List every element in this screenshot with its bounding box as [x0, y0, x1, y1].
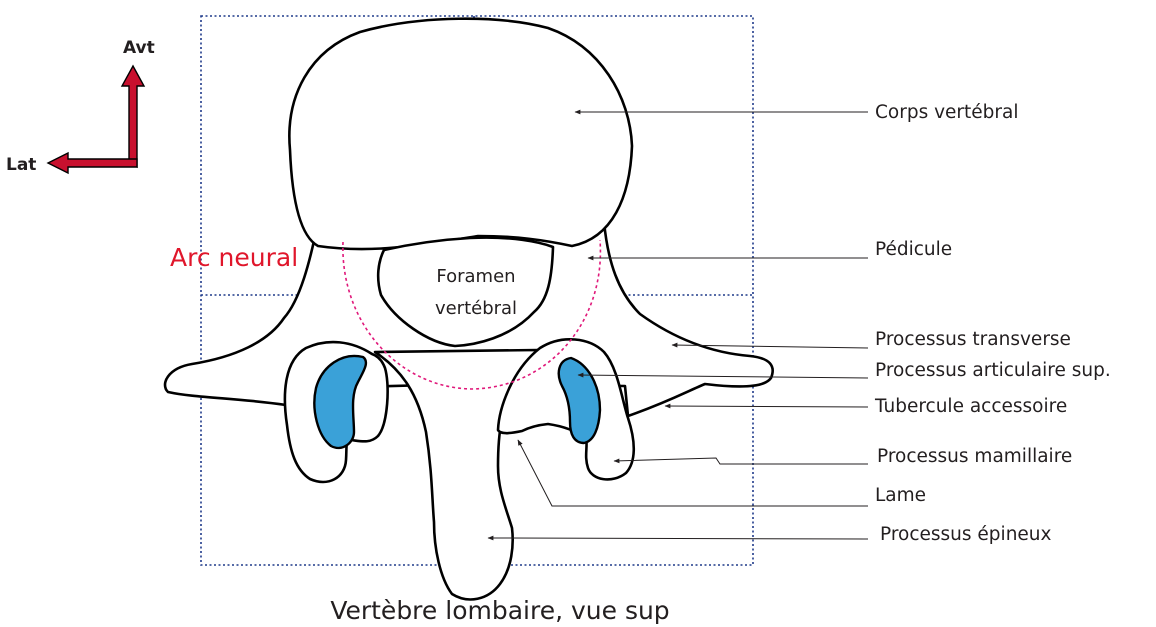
lateral-label: Lat [6, 155, 36, 175]
label-lame: Lame [875, 485, 926, 506]
label-foramen-line2: vertébral [435, 298, 517, 319]
anterior-arrow [122, 66, 144, 167]
vertebral-body [289, 19, 632, 249]
leader-mamillaire [614, 458, 868, 464]
label-pedicule: Pédicule [875, 239, 952, 260]
leader-tubercule [665, 406, 868, 407]
label-processus-articulaire: Processus articulaire sup. [875, 360, 1111, 381]
caption: Vertèbre lombaire, vue sup [330, 596, 669, 625]
label-processus-epineux: Processus épineux [880, 524, 1052, 545]
leader-lame [518, 440, 868, 506]
leader-epineux [488, 538, 868, 539]
label-arc-neural: Arc neural [170, 243, 298, 272]
anterior-label: Avt [123, 38, 155, 58]
label-processus-transverse: Processus transverse [875, 329, 1071, 350]
lateral-arrow [48, 153, 137, 173]
label-tubercule-accessoire: Tubercule accessoire [874, 396, 1067, 417]
label-processus-mamillaire: Processus mamillaire [877, 446, 1072, 467]
label-corps-vertebral: Corps vertébral [875, 102, 1019, 123]
label-foramen-line1: Foramen [436, 266, 515, 287]
orientation-indicator: Avt Lat [6, 38, 155, 175]
